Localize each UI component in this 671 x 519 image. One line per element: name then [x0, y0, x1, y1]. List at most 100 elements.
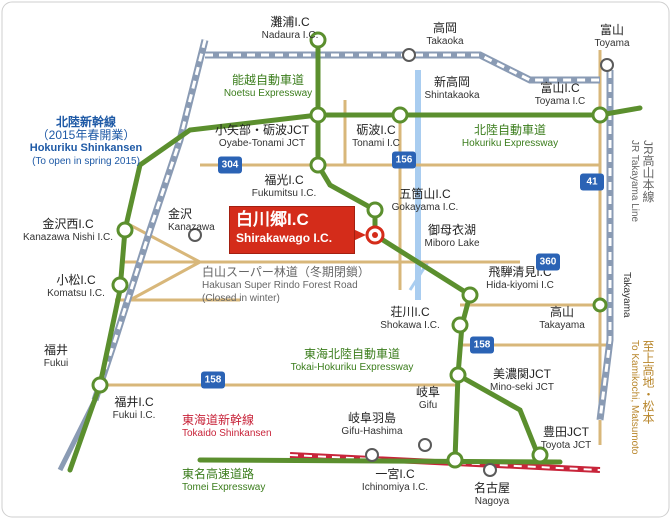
nagoya-jp: 名古屋: [473, 481, 511, 495]
label-hokuriku-shinkansen: 北陸新幹線（2015年春開業）Hokuriku Shinkansen(To op…: [30, 116, 142, 168]
gifu-en: Gifu: [418, 400, 438, 411]
toyama-jp: 富山: [599, 23, 625, 37]
toyota-jct-jp: 豊田JCT: [542, 425, 589, 439]
toyama-ic-en: Toyama I.C: [534, 96, 586, 107]
fukumitsu-jp: 福光I.C: [264, 173, 304, 187]
gifu-hashima-en: Gifu-Hashima: [341, 426, 403, 437]
fukui-ic-jp: 福井I.C: [114, 395, 154, 409]
kamikochi-en: To Kamikochi, Matsumoto: [629, 340, 640, 455]
kanazawa-nishi-jp: 金沢西I.C: [42, 217, 94, 231]
noetsu-en: Noetsu Expressway: [223, 88, 313, 99]
takayama-jp: 高山: [549, 305, 575, 319]
hakusan-en: Hakusan Super Rindo Forest Road: [202, 280, 358, 291]
shirakawago-highlight: 白川郷I.C Shirakawago I.C.: [229, 206, 355, 254]
komatsu-en: Komatsu I.C.: [47, 288, 105, 299]
hokuriku-shinkansen-en: Hokuriku Shinkansen: [29, 142, 143, 154]
nagoya-en: Nagoya: [474, 496, 510, 507]
nadaura-en: Nadaura I.C.: [261, 30, 319, 41]
kamikochi-jp: 至上高地・松本: [641, 340, 655, 424]
route-158-sign-east: 158: [470, 336, 494, 354]
gifu-hashima-jp: 岐阜羽島: [347, 411, 397, 425]
jr-takayama-en: JR Takayama Line: [629, 140, 640, 223]
hokuriku-exp-en: Hokuriku Expressway: [461, 138, 559, 149]
tomei-jp: 東名高速道路: [182, 467, 255, 481]
shirakawago-jp: 白川郷I.C: [236, 210, 309, 229]
shokawa-jp: 荘川I.C: [390, 305, 430, 319]
mino-seki-en: Mino-seki JCT: [490, 382, 554, 393]
hokuriku-exp-jp: 北陸自動車道: [473, 123, 546, 137]
tomei-en: Tomei Expressway: [182, 482, 266, 493]
hida-kiyomi-en: Hida-kiyomi I.C: [486, 280, 554, 291]
route-158-sign-west: 158: [201, 371, 225, 389]
shintakaoka-en: Shintakaoka: [424, 90, 480, 101]
highlight-arrow: [353, 229, 366, 241]
komatsu-jp: 小松I.C: [56, 273, 96, 287]
oyabe-en: Oyabe-Tonami JCT: [218, 138, 306, 149]
fukui-en: Fukui: [43, 358, 69, 369]
nadaura-jp: 灘浦I.C: [270, 15, 310, 29]
hakusan-jp: 白山スーパー林道（冬期閉鎖）: [202, 265, 370, 279]
ichinomiya-en: Ichinomiya I.C.: [361, 482, 429, 493]
toyama-en: Toyama: [594, 38, 630, 49]
oyabe-jp: 小矢部・砺波JCT: [215, 123, 309, 137]
miboro-en: Miboro Lake: [424, 238, 480, 249]
fukumitsu-en: Fukumitsu I.C.: [251, 188, 317, 199]
jr-takayama-jp: JR高山本線: [641, 140, 655, 203]
fukui-ic-en: Fukui I.C.: [112, 410, 156, 421]
route-304-sign: 304: [218, 156, 242, 174]
toyota-jct-en: Toyota JCT: [540, 440, 592, 451]
route-41-sign: 41: [580, 173, 604, 191]
expressways: [67, 37, 643, 473]
station-nodes: [188, 48, 614, 477]
miboro-jp: 御母衣湖: [427, 223, 476, 237]
route-156-sign: 156: [392, 151, 416, 169]
shintakaoka-jp: 新高岡: [433, 75, 471, 89]
kanazawa-jp: 金沢: [168, 207, 193, 221]
tokai-hokuriku-jp: 東海北陸自動車道: [303, 347, 401, 361]
tonami-jp: 砺波I.C: [356, 123, 396, 137]
noetsu-jp: 能越自動車道: [231, 73, 304, 87]
fukui-jp: 福井: [43, 343, 69, 357]
gifu-jp: 岐阜: [415, 385, 441, 399]
interchange-nodes: [91, 31, 609, 469]
mino-seki-jp: 美濃関JCT: [493, 367, 551, 381]
ichinomiya-jp: 一宮I.C: [375, 467, 415, 481]
hokuriku-shinkansen-en2: (To open in spring 2015): [32, 156, 140, 167]
shirakawago-marker-dot: [372, 232, 378, 238]
hokuriku-shinkansen-jp2: （2015年春開業）: [36, 128, 136, 142]
label-takayama-vertical: Takayama: [620, 272, 633, 318]
takayama-en: Takayama: [539, 320, 585, 331]
gokayama-en: Gokayama I.C.: [391, 202, 459, 213]
gokayama-jp: 五箇山I.C: [399, 187, 451, 201]
tonami-en: Tonami I.C: [352, 138, 400, 149]
toyama-ic-jp: 富山I.C: [540, 81, 580, 95]
shokawa-en: Shokawa I.C.: [380, 320, 440, 331]
